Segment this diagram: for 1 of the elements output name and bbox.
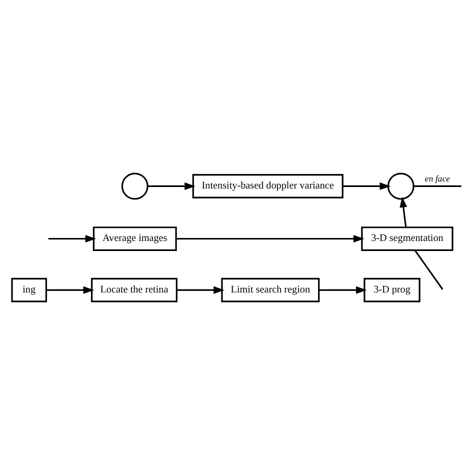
edge-label: en face (424, 172, 450, 183)
